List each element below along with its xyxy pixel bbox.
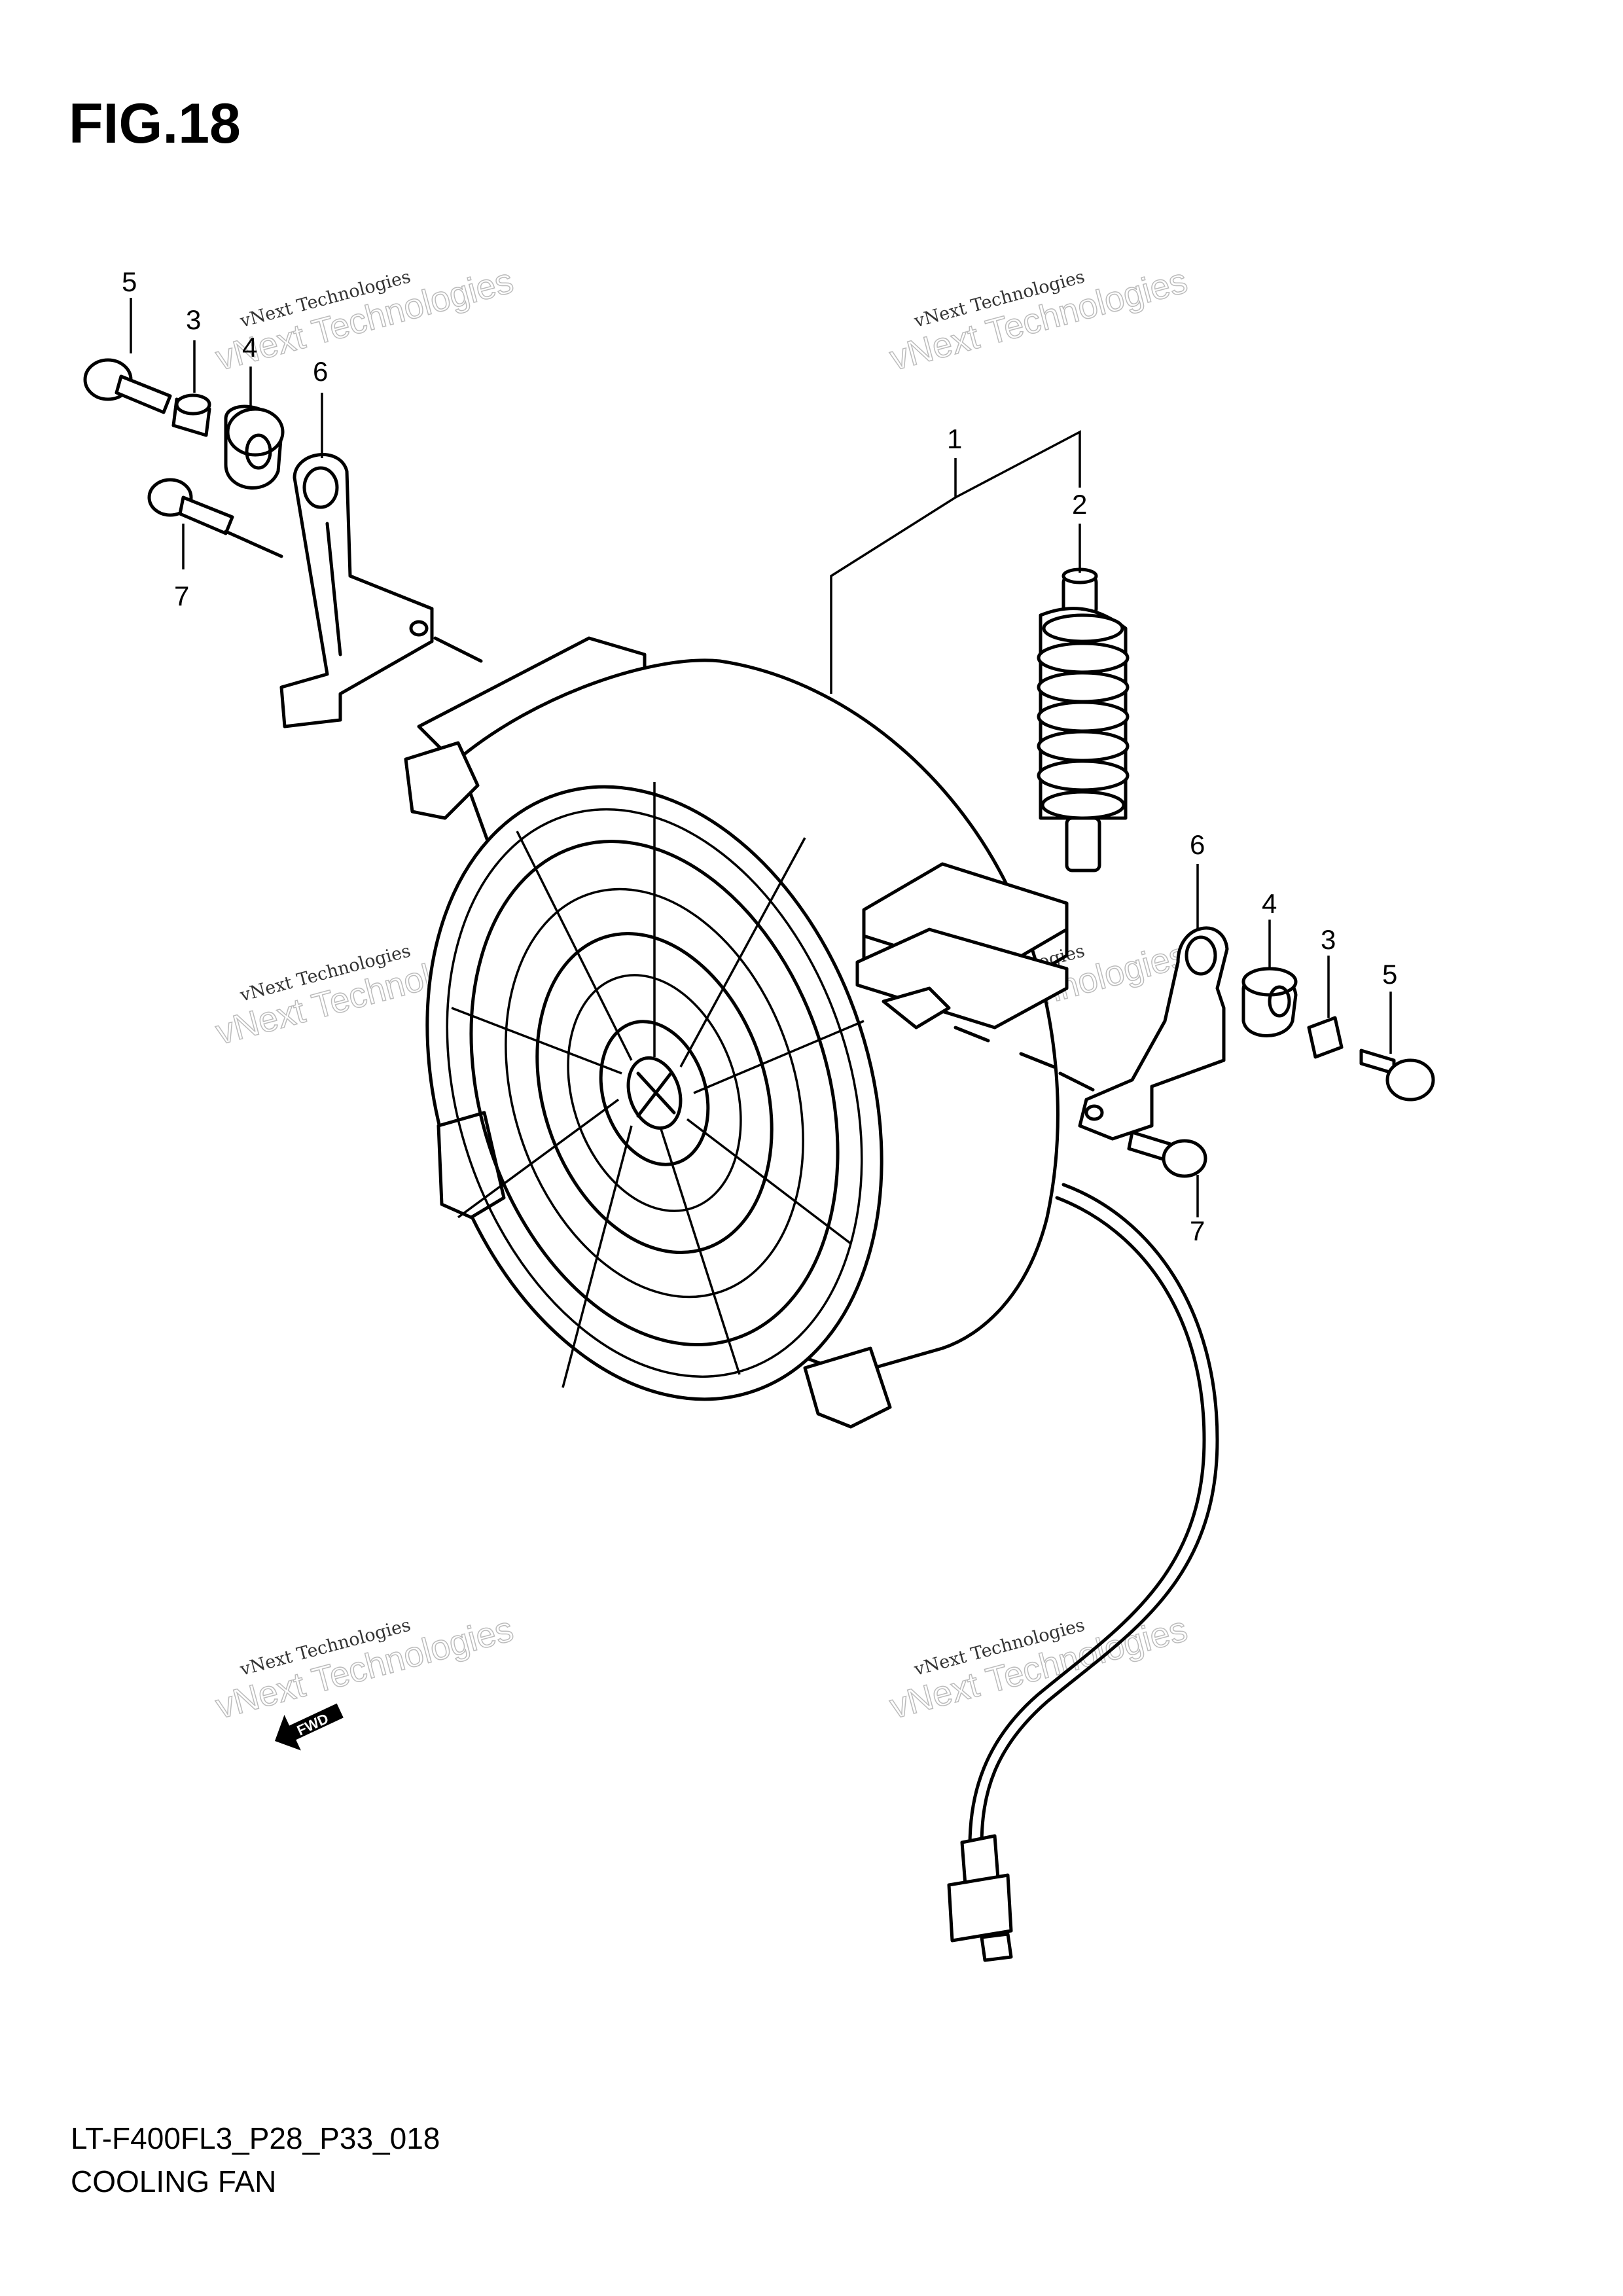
fwd-label: FWD — [294, 1710, 331, 1739]
callout-6: 6 — [1190, 829, 1205, 860]
callout-3: 3 — [1321, 924, 1336, 955]
callout-4: 4 — [242, 332, 257, 363]
callout-leaders — [130, 298, 1392, 1217]
rubber-boot-part-2 — [1037, 567, 1130, 872]
wire-harness — [947, 1183, 1219, 1962]
diagram-name: COOLING FAN — [71, 2164, 277, 2198]
callout-3: 3 — [186, 304, 201, 335]
figure-title: FIG.18 — [69, 92, 241, 155]
callout-2: 2 — [1072, 489, 1087, 520]
callout-labels: 5 3 4 6 7 1 2 6 4 3 5 7 — [122, 266, 1397, 1246]
callout-5: 5 — [122, 266, 137, 297]
callout-1: 1 — [947, 423, 962, 454]
callout-5: 5 — [1382, 959, 1397, 990]
callout-4: 4 — [1262, 888, 1277, 919]
callout-7: 7 — [1190, 1215, 1205, 1246]
model-code: LT-F400FL3_P28_P33_018 — [71, 2121, 440, 2155]
callout-6: 6 — [313, 356, 328, 387]
cooling-fan-assembly — [404, 636, 1069, 1429]
callout-7: 7 — [174, 581, 189, 611]
right-mount-hardware — [954, 926, 1435, 1178]
left-mount-hardware — [83, 358, 483, 728]
